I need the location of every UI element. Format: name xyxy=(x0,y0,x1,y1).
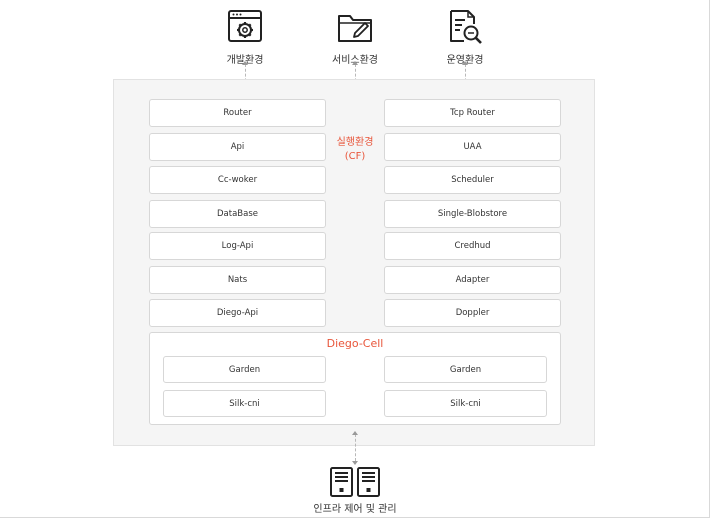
server-icon xyxy=(330,467,380,497)
component-router: Router xyxy=(149,99,326,127)
component-database: DataBase xyxy=(149,200,326,228)
component-doppler: Doppler xyxy=(384,299,561,327)
service-connector-arrow-up xyxy=(352,61,358,65)
component-log-api: Log-Api xyxy=(149,232,326,260)
component-adapter: Adapter xyxy=(384,266,561,294)
component-tcp-router: Tcp Router xyxy=(384,99,561,127)
dev-environment: 개발환경 xyxy=(205,8,285,66)
component-credhud: Credhud xyxy=(384,232,561,260)
dev-connector xyxy=(245,64,246,91)
execution-environment-title: 실행환경 (CF) xyxy=(320,136,390,164)
infra-connector-arrow-down xyxy=(352,461,358,465)
component-uaa: UAA xyxy=(384,133,561,161)
folder-edit-icon xyxy=(338,15,372,42)
component-nats: Nats xyxy=(149,266,326,294)
ops-connector-arrow-up xyxy=(462,61,468,65)
execution-environment-subtitle: (CF) xyxy=(344,151,366,162)
dev-connector-arrow-up xyxy=(242,61,248,65)
document-search-icon xyxy=(450,10,482,44)
service-connector xyxy=(355,64,356,91)
execution-environment-name: 실행환경 xyxy=(336,137,374,148)
component-scheduler: Scheduler xyxy=(384,166,561,194)
infra-connector-arrow-up xyxy=(352,431,358,435)
ops-environment: 운영환경 xyxy=(425,8,505,66)
component-diego-api: Diego-Api xyxy=(149,299,326,327)
component-cc-worker: Cc-woker xyxy=(149,166,326,194)
settings-window-icon xyxy=(228,10,262,42)
diego-cell-title: Diego-Cell xyxy=(326,337,384,350)
ops-connector xyxy=(465,64,466,91)
service-environment: 서비스환경 xyxy=(315,8,395,66)
cell-right-silk-cni: Silk-cni xyxy=(384,390,547,417)
cell-right-garden: Garden xyxy=(384,356,547,383)
ops-environment-label: 운영환경 xyxy=(446,55,484,66)
component-api: Api xyxy=(149,133,326,161)
infra-management: 인프라 제어 및 관리 xyxy=(300,466,410,515)
cell-left-silk-cni: Silk-cni xyxy=(163,390,326,417)
component-single-blobstore: Single-Blobstore xyxy=(384,200,561,228)
infra-management-label: 인프라 제어 및 관리 xyxy=(313,504,397,515)
dev-environment-label: 개발환경 xyxy=(226,55,264,66)
service-environment-label: 서비스환경 xyxy=(332,55,378,66)
infra-connector xyxy=(355,434,356,461)
cell-left-garden: Garden xyxy=(163,356,326,383)
